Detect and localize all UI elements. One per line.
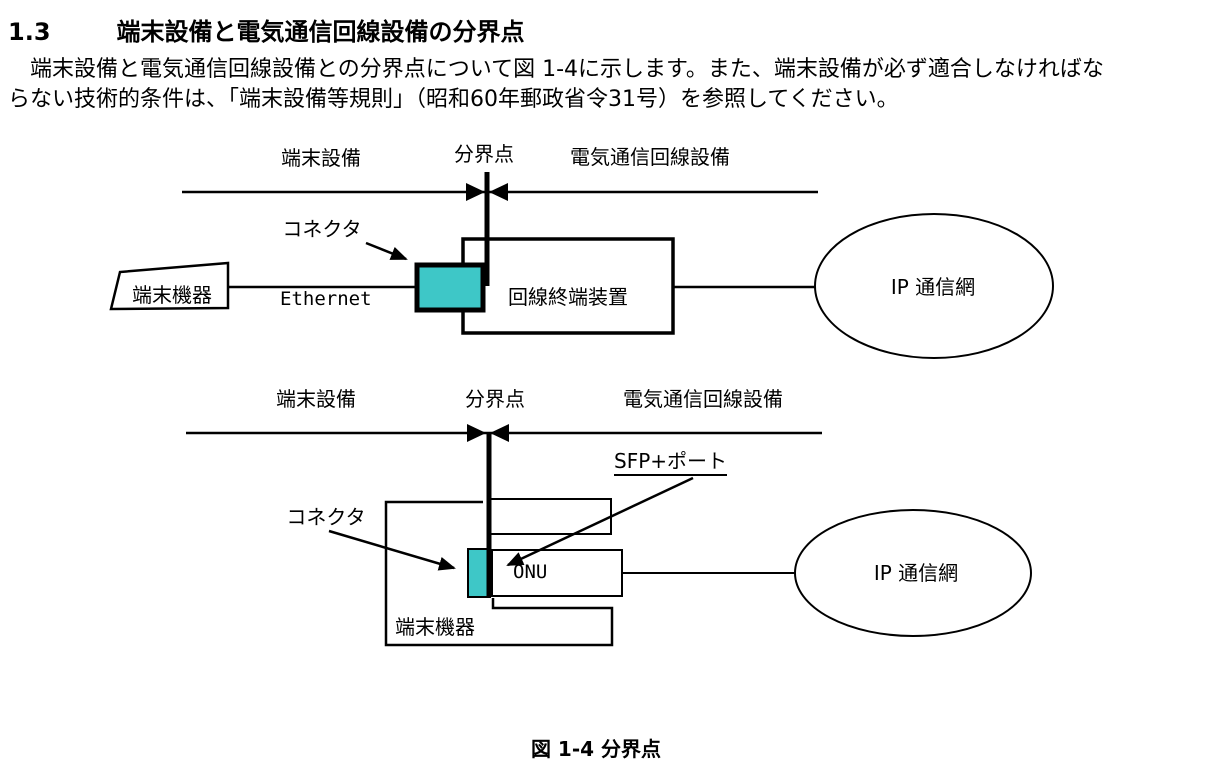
section-title: 端末設備と電気通信回線設備の分界点 xyxy=(116,18,525,46)
sfp-port-label: SFP+ポート xyxy=(614,450,728,476)
boundary-arrow-left-icon xyxy=(489,183,508,201)
ethernet-label: Ethernet xyxy=(280,288,372,310)
boundary-arrow-right-icon xyxy=(467,424,486,442)
connector-label-bottom: コネクタ xyxy=(286,505,366,529)
ip-network-label-bottom: IP 通信網 xyxy=(873,561,959,585)
diagram-top-group xyxy=(109,172,1054,359)
section-heading: 1.3 端末設備と電気通信回線設備の分界点 xyxy=(8,12,525,47)
zone-label-telecom-line-equipment-top: 電気通信回線設備 xyxy=(570,145,730,169)
sfp-port-pointer-arrow xyxy=(506,476,694,567)
boundary-arrow-right-icon xyxy=(466,183,485,201)
body-line-1: 端末設備と電気通信回線設備との分界点について図 1-4に示します。また、端末設備… xyxy=(8,57,1104,82)
connector-pointer-arrow-bottom xyxy=(328,529,456,571)
line-terminating-unit-box xyxy=(461,237,675,335)
section-number: 1.3 xyxy=(8,18,51,46)
connector-label-top: コネクタ xyxy=(282,217,362,241)
zone-label-terminal-equipment-bottom: 端末設備 xyxy=(276,387,356,411)
connector-block-top xyxy=(414,262,486,313)
zone-label-terminal-equipment-top: 端末設備 xyxy=(281,146,361,170)
slot-box xyxy=(487,498,612,535)
body-line-2: らない技術的条件は、「端末設備等規則」（昭和60年郵政省令31号）を参照してくだ… xyxy=(8,87,899,112)
terminal-device-label-top: 端末機器 xyxy=(132,283,212,307)
figure-caption: 図 1-4 分界点 xyxy=(530,737,662,761)
body-paragraph: 端末設備と電気通信回線設備との分界点について図 1-4に示します。また、端末設備… xyxy=(8,55,1212,115)
onu-box xyxy=(491,549,623,597)
ip-network-label-top: IP 通信網 xyxy=(890,275,976,299)
onu-label: ONU xyxy=(513,561,548,583)
demarcation-point-label-top: 分界点 xyxy=(454,142,514,166)
boundary-arrow-left-icon xyxy=(490,424,509,442)
terminal-device-label-bottom: 端末機器 xyxy=(395,615,475,639)
connector-pointer-arrow-top xyxy=(365,241,408,261)
zone-label-telecom-line-equipment-bottom: 電気通信回線設備 xyxy=(623,387,783,411)
terminal-device-box-top xyxy=(109,261,230,311)
line-terminating-unit-label: 回線終端装置 xyxy=(508,285,628,309)
diagram-bottom-group xyxy=(186,424,1032,647)
demarcation-point-label-bottom: 分界点 xyxy=(465,387,525,411)
terminal-device-outline-bottom xyxy=(384,500,614,647)
